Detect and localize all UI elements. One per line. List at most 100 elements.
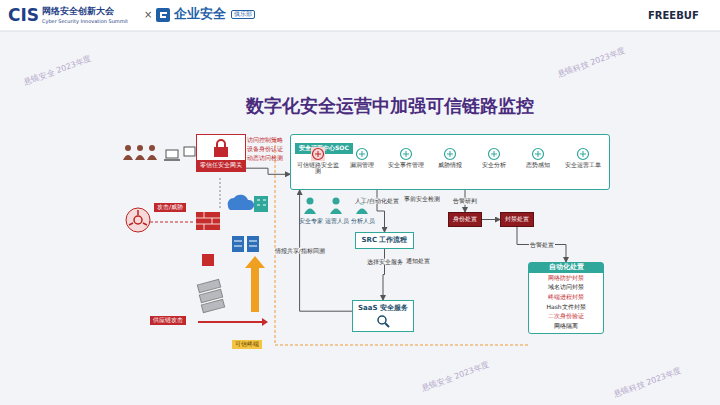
icon-ring bbox=[578, 149, 589, 160]
people-icons bbox=[123, 145, 157, 160]
node-label: 自动化处置 bbox=[529, 263, 603, 273]
supply-chain-head bbox=[262, 318, 268, 326]
node-label: 威胁情报 bbox=[429, 162, 471, 168]
threat-tag: 供应链攻击 bbox=[150, 316, 186, 325]
attack-line bbox=[150, 222, 194, 223]
node-label: SRC 工作流程 bbox=[360, 236, 409, 245]
person-head bbox=[149, 145, 155, 151]
person-head bbox=[137, 145, 143, 151]
lock-body bbox=[214, 147, 228, 157]
icon-glyph bbox=[403, 151, 409, 157]
node-label: 可信链路安全监测 bbox=[297, 162, 339, 175]
person-body bbox=[304, 209, 316, 215]
gateway-box: 零信任安全网关 bbox=[196, 134, 246, 172]
node-label: SaaS 安全服务 bbox=[357, 304, 409, 313]
node-label: 封禁处置 bbox=[504, 215, 530, 224]
note: 通知处置 bbox=[406, 258, 430, 265]
lens-handle bbox=[385, 323, 389, 327]
logo-text: CIS bbox=[8, 6, 39, 26]
biohazard-arms bbox=[129, 210, 147, 225]
list-item: 二次身份验证 bbox=[529, 311, 603, 321]
brand-logo: FREEBUF bbox=[648, 10, 699, 22]
logo-tag: 俱乐部 bbox=[231, 10, 255, 19]
role-label: 安全专家 bbox=[299, 218, 323, 224]
list-item: 网络防护封禁 bbox=[529, 273, 603, 283]
server-slots bbox=[234, 241, 257, 246]
lens-ring bbox=[378, 316, 386, 324]
node-label: 零信任安全网关 bbox=[197, 160, 245, 171]
icon-glyph bbox=[359, 151, 365, 157]
node-icon bbox=[576, 147, 590, 161]
icon-glyph bbox=[580, 151, 586, 157]
lock-shackle bbox=[217, 140, 225, 147]
role-label: 运营人员 bbox=[325, 218, 349, 224]
node-label: 安全分析 bbox=[473, 162, 515, 168]
watermark: 悬镜科技 2023年度 bbox=[557, 46, 627, 79]
icon-glyph bbox=[447, 151, 453, 157]
connector bbox=[246, 168, 290, 174]
building-icon bbox=[254, 196, 268, 212]
node-label: 安全运营工单 bbox=[561, 162, 605, 168]
node-icon bbox=[311, 147, 325, 161]
list-item: Hash文件封禁 bbox=[529, 302, 603, 312]
laptop-icon bbox=[166, 150, 178, 158]
list-item: 网络隔离 bbox=[529, 321, 603, 331]
callout-note: 访问控制策略 bbox=[247, 137, 283, 144]
icon-highlight bbox=[311, 147, 325, 161]
node-icon bbox=[355, 147, 369, 161]
node-label: 漏洞管理 bbox=[341, 162, 383, 168]
node-icon bbox=[399, 147, 413, 161]
node-icon bbox=[487, 147, 501, 161]
diagram-title: 数字化安全运营中加强可信链路监控 bbox=[180, 94, 600, 118]
logo-subtitle: Cyber Security Innovation Summit bbox=[42, 19, 128, 25]
watermark: 悬镜安全 2023年度 bbox=[421, 360, 491, 393]
soc-band: 安全运营中心SOC可信链路安全监测漏洞管理安全事件管理威胁情报安全分析态势感知安… bbox=[290, 134, 610, 190]
device-plate bbox=[201, 299, 224, 312]
node-label: 身份处置 bbox=[452, 215, 478, 224]
logo-text: 企业安全 bbox=[174, 7, 226, 22]
function-icon: 安全分析 bbox=[473, 147, 515, 168]
monitor-icon bbox=[184, 147, 195, 156]
header-bar bbox=[0, 0, 720, 31]
person-body bbox=[356, 209, 368, 215]
person-head bbox=[125, 145, 131, 151]
edge-label: 情报共享/指标回溯 bbox=[274, 247, 326, 254]
logo-text: 网络安全创新大会 bbox=[42, 6, 114, 16]
supply-chain-line bbox=[198, 321, 262, 323]
role-label: 分析人员 bbox=[351, 218, 375, 224]
node-icon bbox=[531, 147, 545, 161]
function-icon: 漏洞管理 bbox=[341, 147, 383, 168]
function-icon: 安全事件管理 bbox=[385, 147, 427, 168]
edge-label: 告警处置 bbox=[529, 241, 555, 248]
watermark: 悬镜科技 2023年度 bbox=[613, 366, 683, 399]
asset-tag: 可信终端 bbox=[232, 340, 262, 349]
icon-glyph bbox=[535, 151, 541, 157]
biohazard-icon bbox=[126, 208, 150, 232]
list-item: 终端进程封禁 bbox=[529, 292, 603, 302]
firewall-icon bbox=[196, 212, 220, 230]
cloud-icon bbox=[228, 195, 254, 210]
edge-label: 告警研判 bbox=[452, 198, 478, 205]
note: 事前安全检测 bbox=[404, 196, 440, 203]
function-icon: 威胁情报 bbox=[429, 147, 471, 168]
dashed-boundary bbox=[275, 140, 276, 345]
icon-ring bbox=[533, 149, 544, 160]
connector bbox=[383, 249, 385, 300]
connector bbox=[517, 227, 566, 262]
icon-glyph bbox=[491, 151, 497, 157]
watermark: 悬镜安全 2023年度 bbox=[23, 54, 93, 87]
node-icon bbox=[443, 147, 457, 161]
threat-tag: 攻击/威胁 bbox=[154, 203, 186, 212]
action-box: 身份处置 bbox=[448, 212, 482, 227]
person-body bbox=[330, 209, 342, 215]
callout-note: 设备身份认证 bbox=[247, 146, 283, 153]
biohazard-core bbox=[134, 216, 142, 224]
server-icon bbox=[232, 236, 244, 252]
function-icon: 安全运营工单 bbox=[561, 147, 605, 168]
person-body bbox=[135, 155, 145, 160]
function-icon: 可信链路安全监测 bbox=[297, 147, 339, 175]
building-windows bbox=[257, 200, 266, 205]
edge-label: 选择安全服务 bbox=[366, 259, 404, 266]
icon-ring bbox=[313, 149, 324, 160]
club-logo-mark bbox=[160, 12, 167, 18]
